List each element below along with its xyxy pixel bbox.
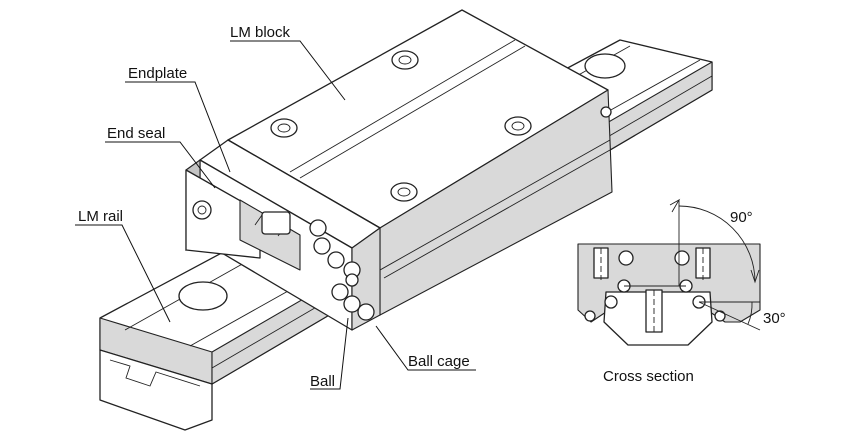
label-lm-rail: LM rail bbox=[78, 208, 123, 225]
label-endplate: Endplate bbox=[128, 65, 187, 82]
label-cross-section: Cross section bbox=[603, 368, 694, 385]
balls bbox=[309, 219, 375, 321]
label-ball-cage: Ball cage bbox=[408, 353, 470, 370]
label-lm-block: LM block bbox=[230, 24, 291, 41]
leader-lines bbox=[75, 40, 476, 390]
label-ball: Ball bbox=[310, 373, 335, 390]
label-end-seal: End seal bbox=[107, 125, 165, 142]
cross-section-diagram bbox=[577, 198, 761, 346]
label-angle-90: 90° bbox=[730, 209, 753, 226]
cutaway-internals bbox=[239, 199, 301, 271]
label-angle-30: 30° bbox=[763, 310, 786, 327]
